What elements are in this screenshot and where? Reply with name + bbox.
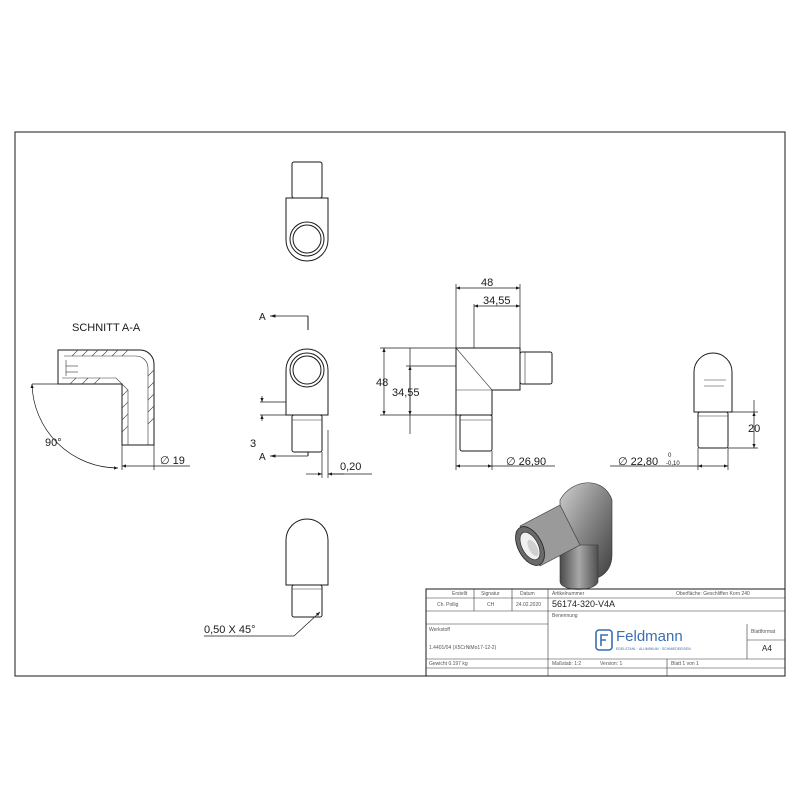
tb-blattformat-label: Blattformat <box>751 629 776 635</box>
tb-signatur: CH <box>487 602 495 608</box>
front-view: A A 3 0,20 <box>250 312 372 478</box>
title-block-frame <box>425 588 786 677</box>
tb-logo-tagline: EDELSTAHL · ALUMINIUM · SCHMIEDEEISEN <box>616 647 691 651</box>
section-view: SCHNITT A-A 90° ∅ 19 <box>30 322 190 470</box>
tb-benennung-label: Benennung <box>552 613 578 619</box>
dim-20-label: 20 <box>748 423 760 435</box>
tb-artikelnummer: 56174-320-V4A <box>552 599 616 609</box>
bottom-view: 0,50 X 45° <box>204 518 329 637</box>
diameter-26-90-label: ∅ 26,90 <box>506 456 546 468</box>
angle-label: 90° <box>45 437 62 449</box>
tb-werkstoff: 1.4401/04 (X5CrNiMo17-12-2) <box>429 645 497 651</box>
section-title: SCHNITT A-A <box>72 322 141 334</box>
feldmann-logo-icon <box>595 629 613 651</box>
right-view: 20 ∅ 22,80 0 -0,10 <box>610 352 760 470</box>
tb-logo-text: Feldmann <box>616 628 683 645</box>
tb-datum: 24.02.2020 <box>516 602 542 608</box>
tb-col-datum: Datum <box>520 591 535 597</box>
tb-artikelnummer-label: Artikelnummer <box>552 591 585 597</box>
tb-col-ersteller: Erstellt <box>452 591 468 597</box>
dim-34-55-top-label: 34,55 <box>483 295 511 307</box>
dim-0-20-label: 0,20 <box>340 461 361 473</box>
dim-34-55-left-label: 34,55 <box>392 387 420 399</box>
isometric-view <box>515 482 613 590</box>
dim-48-top-label: 48 <box>481 277 493 289</box>
dim-3-label: 3 <box>250 438 256 450</box>
tolerance-lower: -0,10 <box>666 461 680 467</box>
side-view: 48 34,55 48 34,55 ∅ 26,90 <box>376 277 555 470</box>
tb-blattformat: A4 <box>762 644 772 653</box>
tb-gewicht: Gewicht 0.197 kg <box>429 661 468 667</box>
tb-ersteller: Ch. Pollig <box>437 602 459 608</box>
diameter-22-80-label: ∅ 22,80 <box>618 456 658 468</box>
sheet-frame <box>14 131 786 677</box>
tb-oberflaeche: Oberfläche: Geschliffen Korn 240 <box>676 591 750 597</box>
chamfer-label: 0,50 X 45° <box>204 624 256 636</box>
tolerance-upper: 0 <box>668 453 672 459</box>
tb-massstab: Maßstab: 1:2 <box>552 661 582 667</box>
tb-version: Version: 1 <box>600 661 623 667</box>
tb-werkstoff-label: Werkstoff <box>429 627 450 633</box>
tb-col-signatur: Signatur <box>481 591 500 597</box>
tb-blatt: Blatt 1 von 1 <box>671 661 699 667</box>
section-marker-bottom: A <box>259 452 266 463</box>
dim-48-left-label: 48 <box>376 377 388 389</box>
diameter-19-label: ∅ 19 <box>160 455 185 467</box>
top-view <box>285 161 329 262</box>
section-marker-top: A <box>259 312 266 323</box>
